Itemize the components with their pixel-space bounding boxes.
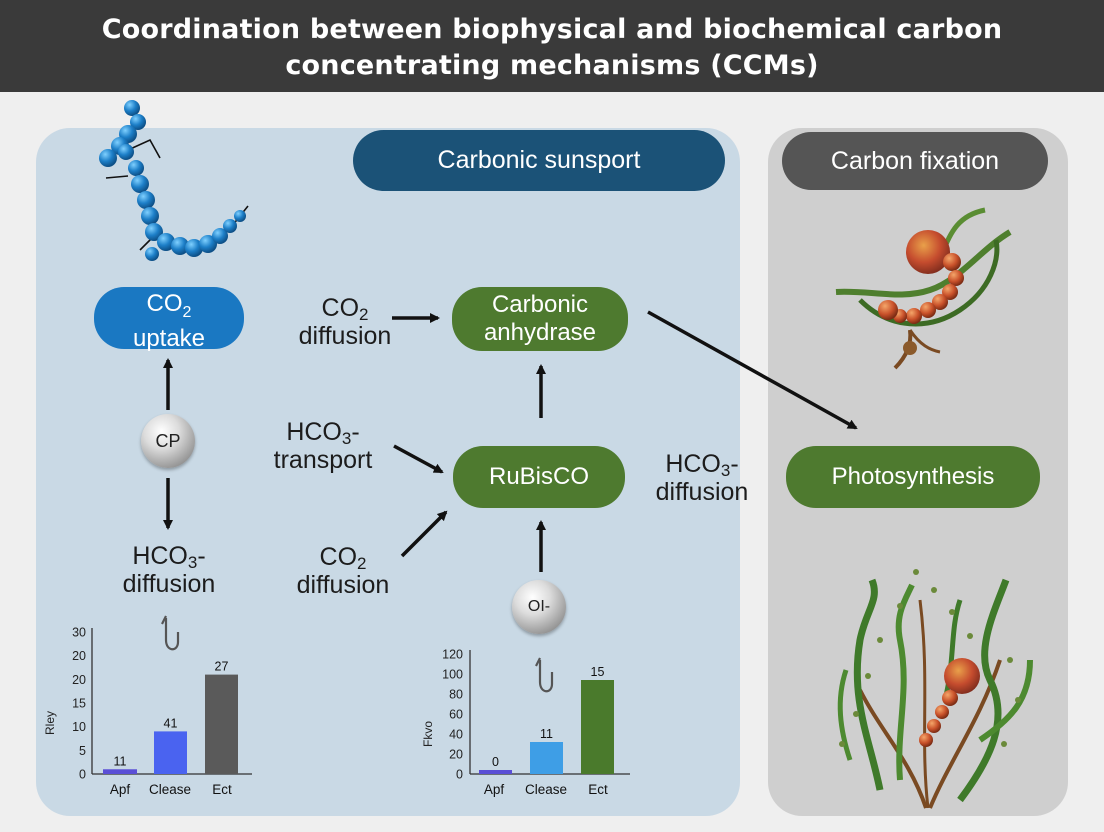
- chart-1-y-tick-label: 40: [449, 728, 463, 742]
- chart-1-bar-clease: [530, 742, 563, 774]
- chart-1-data-label: 15: [591, 665, 605, 679]
- protein-chain-illustration: [99, 100, 249, 261]
- title-line-1: Coordination between biophysical and bio…: [101, 14, 1003, 45]
- section-header-fixation: Carbon fixation: [782, 132, 1048, 190]
- chart-1-y-tick-label: 0: [456, 768, 463, 782]
- chart-0-category-label: Ect: [212, 782, 232, 797]
- chart-0-y-tick-label: 10: [72, 720, 86, 734]
- arrows: [163, 310, 858, 572]
- title-banner: Coordination between biophysical and bio…: [0, 0, 1104, 92]
- chart-0-y-tick-label: 30: [72, 626, 86, 640]
- node-photosynthesis: Photosynthesis: [786, 446, 1040, 508]
- chart-0-y-axis-label: Rley: [43, 711, 57, 735]
- section-header-transport: Carbonic sunsport: [353, 130, 725, 191]
- chart-1-bar-apf: [479, 770, 512, 774]
- arrow-co2-diffusion-to-rubisco: [400, 510, 448, 558]
- node-co2-uptake: CO2 uptake: [94, 287, 244, 352]
- node-photosynthesis-text: Photosynthesis: [831, 463, 995, 490]
- section-header-transport-text: Carbonic sunsport: [437, 146, 641, 174]
- label-co2-diffusion-bottom: CO2 diffusion: [296, 543, 390, 599]
- chart-0-bar-ect: [205, 674, 238, 774]
- chart-1-bar-ect: [581, 680, 614, 774]
- chart-1-category-label: Ect: [588, 782, 608, 797]
- chart-1-y-tick-label: 20: [449, 748, 463, 762]
- chart-0-bar-clease: [154, 731, 187, 774]
- cp-sphere: CP: [141, 414, 195, 468]
- arrow-hco3-transport-to-rubisco: [393, 444, 444, 474]
- chart-0-category-label: Clease: [149, 782, 191, 797]
- label-hco3-diffusion-left: HCO3- diffusion: [122, 542, 216, 598]
- chart-0-y-tick-label: 15: [72, 697, 86, 711]
- chart-1-data-label: 11: [540, 727, 553, 741]
- node-carbonic-anhydrase-line2: anhydrase: [483, 319, 597, 346]
- label-hco3-diffusion-right: HCO3- diffusion: [655, 450, 749, 506]
- node-rubisco: RuBisCO: [453, 446, 625, 508]
- node-rubisco-text: RuBisCO: [488, 463, 590, 490]
- chart-0-y-tick-label: 20: [72, 649, 86, 663]
- chart-0-y-tick-label: 5: [79, 744, 86, 758]
- chart-1-y-tick-label: 80: [449, 688, 463, 702]
- node-co2-uptake-line1: CO2: [146, 290, 192, 321]
- chart-1-y-tick-label: 100: [442, 668, 463, 682]
- chart-1-y-tick-label: 120: [442, 648, 463, 662]
- node-carbonic-anhydrase: Carbonic anhydrase: [452, 287, 628, 351]
- oh-sphere-text: OI-: [527, 598, 551, 615]
- chart-0-y-tick-label: 0: [79, 768, 86, 782]
- chart-0-y-tick-label: 20: [72, 673, 86, 687]
- chart-0-bar-apf: [103, 769, 137, 774]
- cp-sphere-text: CP: [155, 431, 181, 451]
- node-carbonic-anhydrase-line1: Carbonic: [491, 291, 589, 318]
- node-co2-uptake-line2: uptake: [132, 324, 206, 352]
- chart-1-y-tick-label: 60: [449, 708, 463, 722]
- oh-sphere: OI-: [512, 580, 566, 634]
- chart-1-category-label: Clease: [525, 782, 567, 797]
- chart-0-data-label: 27: [215, 660, 229, 674]
- chart-1-y-axis-label: Fkvo: [421, 721, 435, 747]
- chart-0-category-label: Apf: [110, 782, 131, 797]
- hook-icon-left: [161, 615, 180, 651]
- seaweed-illustration-bottom: [837, 569, 1033, 809]
- label-co2-diffusion-top: CO2 diffusion: [298, 294, 392, 350]
- section-header-fixation-text: Carbon fixation: [830, 147, 1000, 175]
- arrow-anhydrase-to-photosynthesis: [647, 310, 858, 430]
- label-hco3-transport: HCO3- transport: [273, 418, 373, 474]
- title-line-2: concentrating mechanisms (CCMs): [285, 50, 819, 81]
- chart-1-data-label: 0: [492, 755, 499, 769]
- chart-0-data-label: 41: [164, 716, 178, 730]
- chart-1-category-label: Apf: [484, 782, 505, 797]
- chart-0-data-label: 11: [114, 754, 127, 768]
- algae-molecule-illustration-top: [835, 207, 1012, 370]
- hook-icon-right: [535, 657, 554, 693]
